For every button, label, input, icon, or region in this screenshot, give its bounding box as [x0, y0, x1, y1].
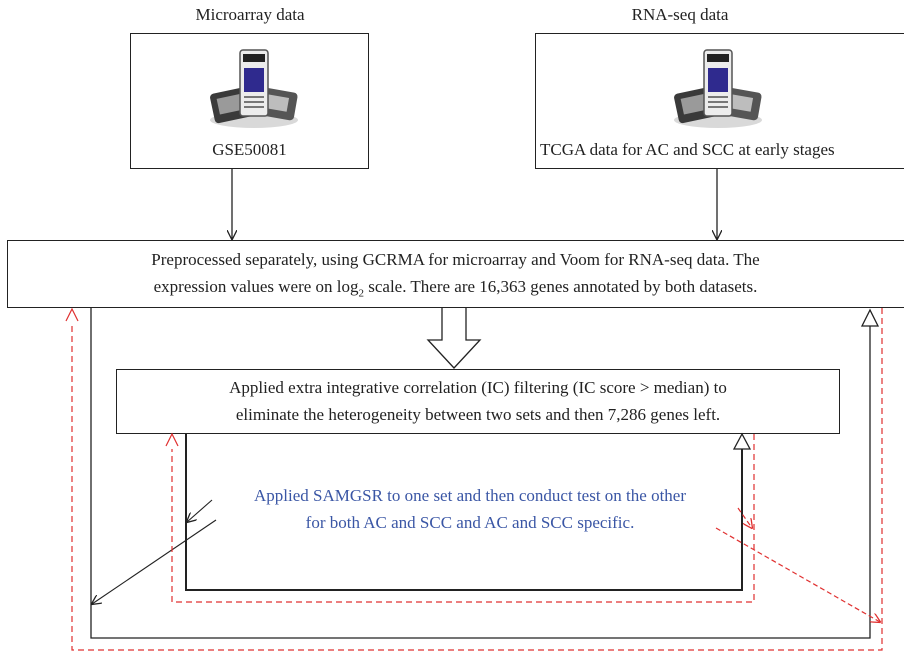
inner-loop-arrowhead — [732, 432, 752, 450]
microarray-caption: GSE50081 — [212, 140, 287, 159]
inner-loop-line — [185, 434, 743, 591]
preprocess-text: Preprocessed separately, using GCRMA for… — [7, 246, 904, 307]
microarray-heading: Microarray data — [195, 5, 305, 24]
ic-filter-box — [116, 369, 840, 434]
samgsr-line-1: Applied SAMGSR to one set and then condu… — [253, 486, 687, 505]
preprocess-box — [7, 240, 904, 308]
rnaseq-heading: RNA-seq data — [631, 5, 729, 24]
ic-filter-line-2: eliminate the heterogeneity between two … — [235, 405, 721, 424]
preprocess-line-2-pre: expression values were on log — [153, 277, 359, 296]
arrow-samgsr-to-inner-loop — [187, 499, 213, 522]
preprocess-line-1: Preprocessed separately, using GCRMA for… — [151, 250, 760, 269]
microarray-chip-icon — [210, 49, 298, 128]
outer-loop-line — [90, 308, 871, 639]
ic-filter-text: Applied extra integrative correlation (I… — [116, 374, 840, 428]
block-arrow-down — [426, 308, 482, 369]
preprocess-line-2-sub: 2 — [358, 287, 365, 300]
arrow-samgsr-to-outer-loop — [92, 519, 217, 604]
rnaseq-caption: TCGA data for AC and SCC at early stages — [540, 140, 835, 159]
preprocess-line-2: expression values were on log2 scale. Th… — [7, 273, 904, 307]
samgsr-text: Applied SAMGSR to one set and then condu… — [200, 482, 740, 536]
preprocess-line-2-post: scale. There are 16,363 genes annotated … — [364, 277, 758, 296]
dashed-outer-loop — [71, 308, 883, 651]
dashed-inner-arrowhead — [165, 432, 179, 447]
samgsr-line-2: for both AC and SCC and AC and SCC speci… — [305, 513, 635, 532]
outer-loop-arrowhead — [860, 308, 880, 327]
ic-filter-line-1: Applied extra integrative correlation (I… — [229, 378, 727, 397]
dashed-arrow-to-outer — [715, 527, 880, 622]
dashed-outer-arrowhead — [65, 307, 79, 322]
dashed-arrow-to-inner — [737, 507, 752, 528]
sequencing-chip-icon — [674, 49, 762, 128]
dashed-inner-loop — [171, 434, 755, 603]
